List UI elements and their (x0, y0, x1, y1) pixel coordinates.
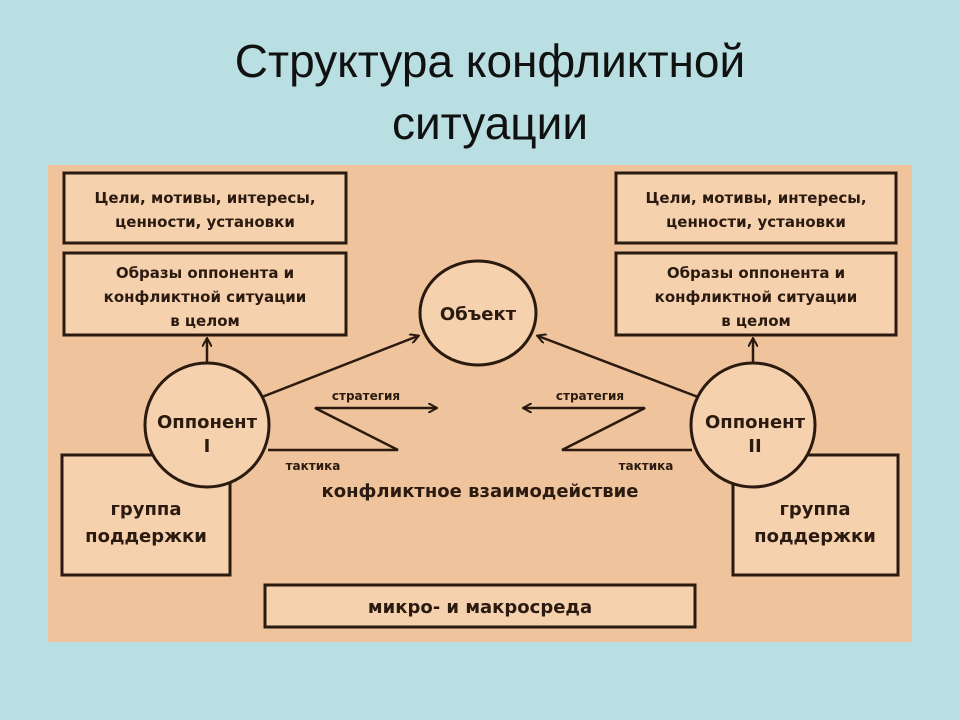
left-images-box (62, 251, 348, 337)
right-support-line1: группа (779, 499, 850, 520)
left-images-line3: в целом (170, 312, 240, 330)
right-images-line1: Образы оппонента и (667, 264, 845, 282)
right-support-line2: поддержки (754, 526, 876, 547)
opponent-1-number: I (204, 436, 211, 457)
right-tactic-label: тактика (619, 459, 674, 473)
left-interaction-zigzag (268, 408, 436, 452)
object-circle (418, 259, 538, 367)
right-interaction-zigzag (524, 408, 692, 452)
arrow-opp1-to-object (261, 336, 418, 399)
left-support-line1: группа (110, 499, 181, 520)
opponent-2-number: II (748, 436, 761, 457)
title-line-2: ситуации (391, 97, 589, 149)
left-support-line2: поддержки (85, 526, 207, 547)
right-images-line2: конфликтной ситуации (655, 288, 858, 306)
title-line-1: Структура конфликтной (234, 35, 746, 87)
opponent-1-label: Оппонент (157, 412, 258, 433)
right-goals-line2: ценности, установки (666, 213, 846, 231)
right-goals-box (614, 171, 898, 245)
left-images-line2: конфликтной ситуации (104, 288, 307, 306)
left-strategy-label: стратегия (332, 389, 400, 403)
right-goals-line1: Цели, мотивы, интересы, (645, 189, 866, 207)
right-support-box (731, 453, 900, 577)
opponent-2-label: Оппонент (705, 412, 806, 433)
right-images-box (614, 251, 898, 337)
slide-title: Структура конфликтной ситуации (0, 30, 960, 154)
left-tactic-label: тактика (286, 459, 341, 473)
interaction-label: конфликтное взаимодействие (322, 481, 639, 502)
environment-box (263, 583, 697, 629)
environment-label: микро- и макросреда (368, 597, 592, 618)
left-goals-line1: Цели, мотивы, интересы, (94, 189, 315, 207)
left-goals-line2: ценности, установки (115, 213, 295, 231)
arrow-opp2-to-object (538, 336, 699, 399)
left-goals-box (62, 171, 348, 245)
right-strategy-label: стратегия (556, 389, 624, 403)
object-label: Объект (440, 304, 517, 325)
left-images-line1: Образы оппонента и (116, 264, 294, 282)
right-images-line3: в целом (721, 312, 791, 330)
